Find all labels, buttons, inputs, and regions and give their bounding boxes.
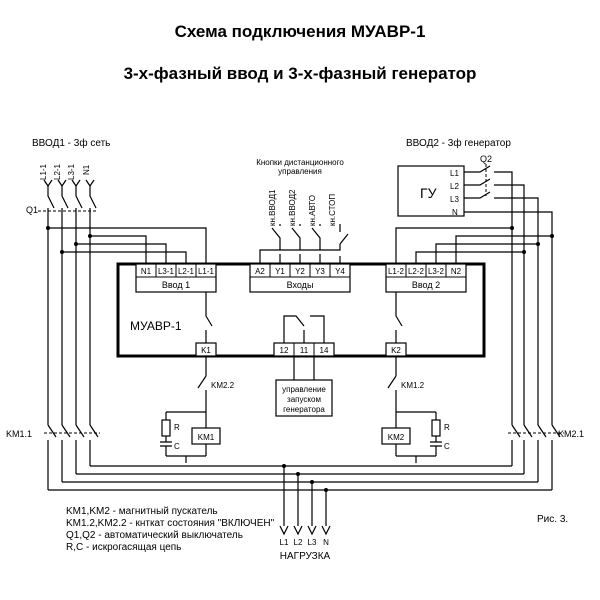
generator-box bbox=[397, 165, 465, 217]
km1-1-contactor bbox=[47, 424, 99, 490]
load-bus-dots bbox=[282, 464, 328, 492]
km1-coil bbox=[191, 427, 221, 445]
k1-internal-contact bbox=[205, 292, 213, 343]
q1-breaker bbox=[47, 186, 97, 209]
load-label: НАГРУЗКА bbox=[280, 551, 331, 562]
load-line-label: L3 bbox=[308, 538, 317, 547]
buttons-caption: управления bbox=[278, 167, 322, 176]
inputs-terminal-block: A2 Y1 Y2 Y3 Y4 Входы bbox=[249, 263, 351, 293]
diagram-subtitle: 3-х-фазный ввод и 3-х-фазный генератор bbox=[123, 64, 477, 83]
k2-label: K2 bbox=[391, 346, 401, 355]
input1-line-label: L1-1 bbox=[39, 163, 48, 180]
generator-label: ГУ bbox=[420, 185, 437, 201]
km1-coil-circuit bbox=[160, 356, 207, 463]
km2-1-label: KM2.1 bbox=[558, 429, 584, 439]
terminal-label: N1 bbox=[141, 267, 152, 276]
q2-label: Q2 bbox=[480, 154, 492, 164]
input2-caption: ВВОД2 - 3ф генератор bbox=[406, 137, 511, 149]
load-line-label: L2 bbox=[294, 538, 303, 547]
figure-label: Рис. 3. bbox=[537, 514, 569, 525]
left-r-label: R bbox=[174, 423, 180, 432]
km2-1-contactor bbox=[511, 424, 561, 490]
km2-coil-circuit bbox=[387, 356, 442, 463]
legend-item: KM1.2,KM2.2 - кнткат состояния "ВКЛЮЧЕН" bbox=[66, 518, 275, 529]
input2-busbars bbox=[511, 230, 553, 425]
relay-terminal-block: 12 11 14 bbox=[273, 342, 335, 357]
terminal-label: L3-2 bbox=[428, 267, 445, 276]
terminal-label: Y3 bbox=[315, 267, 325, 276]
remote-buttons bbox=[259, 224, 349, 264]
gen-line-label: N bbox=[452, 208, 458, 217]
right-r-label: R bbox=[444, 423, 450, 432]
q2-breaker bbox=[464, 165, 553, 230]
device-name: МУАВР-1 bbox=[130, 319, 182, 333]
terminal-label: A2 bbox=[255, 267, 265, 276]
terminal-label: 12 bbox=[280, 346, 289, 355]
load-line-label: L1 bbox=[280, 538, 289, 547]
load-arrows bbox=[279, 525, 331, 536]
terminal-label: L1-2 bbox=[388, 267, 405, 276]
button-label: кн.ВВОД1 bbox=[268, 189, 277, 226]
km2-coil-label: KM2 bbox=[388, 433, 405, 442]
button-label: кн.АВТО bbox=[308, 195, 317, 226]
input1-busbars bbox=[47, 208, 91, 425]
gen-control-text: запуском bbox=[287, 395, 321, 404]
legend-item: R,C - искрогасящая цепь bbox=[66, 542, 182, 553]
input2-taps bbox=[395, 227, 552, 263]
input1-tap-dots bbox=[46, 226, 92, 254]
input1-line-label: L2-1 bbox=[53, 163, 62, 180]
input2-tap-dots bbox=[510, 226, 554, 254]
diagram-title: Схема подключения МУАВР-1 bbox=[174, 22, 426, 41]
left-resistor bbox=[161, 419, 171, 437]
terminal-label: Y1 bbox=[275, 267, 285, 276]
right-c-label: C bbox=[444, 442, 450, 451]
q1-label: Q1 bbox=[26, 205, 38, 215]
input1-caption: ВВОД1 - 3ф сеть bbox=[32, 137, 110, 149]
input1-line-label: L3-1 bbox=[67, 163, 76, 180]
terminal-label: 11 bbox=[300, 346, 309, 355]
vvod2-terminal-block: L1-2 L2-2 L3-2 N2 Ввод 2 bbox=[385, 263, 467, 293]
right-resistor bbox=[431, 419, 441, 437]
load-line-label: N bbox=[323, 538, 329, 547]
vvod2-label: Ввод 2 bbox=[412, 280, 440, 290]
gen-line-label: L2 bbox=[450, 182, 459, 191]
terminal-label: L1-1 bbox=[198, 267, 215, 276]
legend-item: Q1,Q2 - автоматический выключатель bbox=[66, 530, 243, 541]
gen-control-text: генератора bbox=[283, 405, 325, 414]
k1-label: K1 bbox=[201, 346, 211, 355]
input1-taps bbox=[48, 227, 207, 263]
gen-line-label: L3 bbox=[450, 195, 459, 204]
vvod1-terminal-block: N1 L3-1 L2-1 L1-1 Ввод 1 bbox=[135, 263, 217, 293]
terminal-label: L2-2 bbox=[408, 267, 425, 276]
k2-internal-contact bbox=[395, 292, 403, 343]
terminal-label: L2-1 bbox=[178, 267, 195, 276]
km2-coil bbox=[381, 427, 411, 445]
inputs-label: Входы bbox=[287, 280, 314, 290]
gen-control-wires bbox=[293, 356, 315, 380]
terminal-label: Y4 bbox=[335, 267, 345, 276]
button-label: кн.СТОП bbox=[328, 194, 337, 226]
button-label: кн.ВВОД2 bbox=[288, 189, 297, 226]
buttons-caption: Кнопки дистанционного bbox=[256, 158, 344, 167]
gen-control-text: управление bbox=[282, 385, 326, 394]
km1-2-label: KM1.2 bbox=[401, 381, 425, 390]
left-c-label: C bbox=[174, 442, 180, 451]
km1-1-label: KM1.1 bbox=[6, 429, 32, 439]
km1-coil-label: KM1 bbox=[198, 433, 215, 442]
terminal-label: L3-1 bbox=[158, 267, 175, 276]
generator-control-box bbox=[275, 379, 333, 417]
km2-2-label: KM2.2 bbox=[211, 381, 235, 390]
terminal-label: 14 bbox=[320, 346, 329, 355]
legend: KM1,KM2 - магнитный пускатель KM1.2,KM2.… bbox=[66, 506, 274, 554]
terminal-label: N2 bbox=[451, 267, 462, 276]
vvod1-label: Ввод 1 bbox=[162, 280, 190, 290]
terminal-label: Y2 bbox=[295, 267, 305, 276]
input1-line-label: N1 bbox=[82, 164, 91, 175]
relay-internal-contact bbox=[283, 315, 325, 343]
legend-item: KM1,KM2 - магнитный пускатель bbox=[66, 506, 218, 517]
gen-line-label: L1 bbox=[450, 169, 459, 178]
